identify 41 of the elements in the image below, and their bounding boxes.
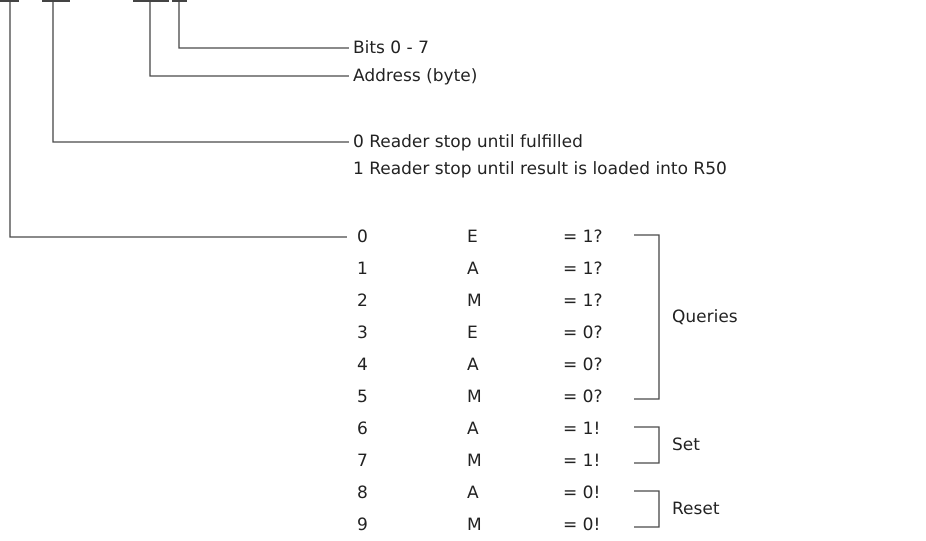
- table-text: = 1!: [563, 419, 600, 439]
- bracket-label: Reset: [672, 499, 720, 519]
- leader-line: [178, 2, 349, 49]
- table-text: 4: [357, 355, 368, 375]
- leader-text: 0: [357, 227, 368, 247]
- table-text: M: [467, 387, 482, 407]
- table-text: = 0!: [563, 515, 600, 535]
- table-text: = 1?: [563, 227, 602, 247]
- leader-text: Bits 0 - 7: [349, 38, 429, 58]
- table-text: A: [467, 355, 479, 375]
- table-text: = 0?: [563, 323, 602, 343]
- table-text: M: [467, 451, 482, 471]
- table-text: A: [467, 259, 479, 279]
- table-text: 5: [357, 387, 368, 407]
- leader-text: 0 Reader stop until fulfilled: [349, 132, 583, 152]
- table-text: = 1?: [563, 259, 602, 279]
- table-text: 2: [357, 291, 368, 311]
- table-text: 1: [357, 259, 368, 279]
- table-text: = 0!: [563, 483, 600, 503]
- leader-text: 1 Reader stop until result is loaded into R50: [349, 159, 727, 179]
- table-text: 3: [357, 323, 368, 343]
- table-text: 9: [357, 515, 368, 535]
- table-text: M: [467, 515, 482, 535]
- table-text: = 1!: [563, 451, 600, 471]
- table-text: A: [467, 419, 479, 439]
- table-text: E: [467, 323, 478, 343]
- table-text: 6: [357, 419, 368, 439]
- table-text: M: [467, 291, 482, 311]
- table-text: 8: [357, 483, 368, 503]
- table-text: = 1?: [563, 291, 602, 311]
- leader-line: [149, 2, 349, 77]
- table-text: E: [467, 227, 478, 247]
- leader-line: [52, 2, 349, 143]
- bracket-label: Queries: [672, 307, 738, 327]
- table-text: = 0?: [563, 355, 602, 375]
- table-text: A: [467, 483, 479, 503]
- table-text: 7: [357, 451, 368, 471]
- leader-text: Address (byte): [349, 66, 478, 86]
- bracket-label: Set: [672, 435, 700, 455]
- table-text: = 0?: [563, 387, 602, 407]
- leader-line: [9, 2, 347, 238]
